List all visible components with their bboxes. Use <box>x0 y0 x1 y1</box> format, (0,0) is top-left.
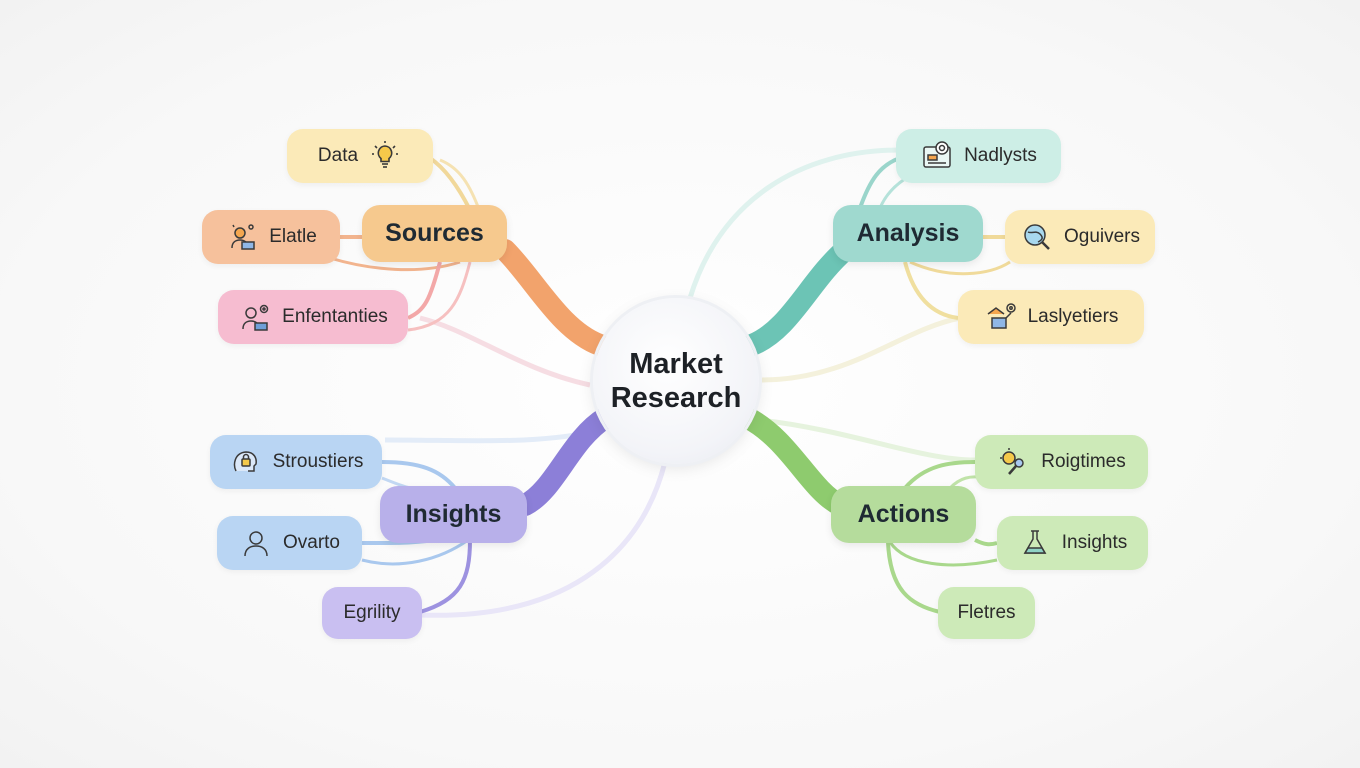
faint-arc <box>419 461 668 618</box>
center-node[interactable]: Market Research <box>593 298 759 464</box>
sources-item-elatle[interactable]: Elatle <box>202 210 340 264</box>
actions-link-fletres <box>886 541 941 614</box>
person-icon <box>239 526 273 560</box>
insights-branch <box>514 407 616 516</box>
category-actions[interactable]: Actions <box>831 486 976 543</box>
analysis-branch <box>741 239 856 356</box>
analysis-item-label: Nadlysts <box>964 145 1037 166</box>
category-label: Sources <box>385 219 484 247</box>
faint-arc <box>761 315 961 383</box>
sources-item-label: Elatle <box>269 226 317 247</box>
insights-link-ovarto-2 <box>361 538 469 566</box>
insights-item-egrility[interactable]: Egrility <box>322 587 422 639</box>
sources-item-data[interactable]: Data <box>287 129 433 183</box>
insights-item-label: Ovarto <box>282 532 341 553</box>
person-ideas-icon <box>225 220 259 254</box>
globe-search-icon <box>1020 220 1054 254</box>
analysis-item-oguivers[interactable]: Oguivers <box>1005 210 1155 264</box>
sources-link-enfentanties-2 <box>407 261 472 332</box>
sources-branch <box>494 239 611 356</box>
category-sources[interactable]: Sources <box>362 205 507 262</box>
insights-item-stroustiers[interactable]: Stroustiers <box>210 435 382 489</box>
actions-item-label: Insights <box>1061 532 1128 553</box>
actions-item-label: Fletres <box>957 602 1016 623</box>
insights-link-stroustiers <box>381 460 457 490</box>
sources-link-data-2 <box>439 158 482 213</box>
analysis-item-nadlysts[interactable]: Nadlysts <box>896 129 1061 183</box>
insights-item-label: Egrility <box>343 602 401 623</box>
actions-link-insights <box>974 538 998 547</box>
sources-item-label: Data <box>317 145 359 166</box>
flask-icon <box>1018 526 1052 560</box>
analysis-item-label: Oguivers <box>1063 226 1141 247</box>
insights-item-label: Stroustiers <box>272 451 364 472</box>
category-label: Insights <box>405 500 502 528</box>
dashboard-icon <box>920 139 954 173</box>
lightbulb-icon <box>368 139 402 173</box>
insights-link-egrility <box>419 539 472 614</box>
faint-arc <box>419 315 591 388</box>
actions-item-roigtimes[interactable]: Roigtimes <box>975 435 1148 489</box>
analysis-link-nadlysts <box>858 156 901 209</box>
analyst-gear-icon <box>984 300 1018 334</box>
center-title-line1: Market <box>629 348 723 380</box>
actions-item-insights[interactable]: Insights <box>997 516 1148 570</box>
category-analysis[interactable]: Analysis <box>833 205 983 262</box>
faint-arc <box>687 147 901 299</box>
sources-link-enfentanties <box>407 261 442 320</box>
analysis-item-laslyetiers[interactable]: Laslyetiers <box>958 290 1144 344</box>
head-lock-icon <box>229 445 263 479</box>
sources-item-label: Enfentanties <box>282 306 388 327</box>
category-insights[interactable]: Insights <box>380 486 527 543</box>
category-label: Analysis <box>856 219 960 247</box>
idea-search-icon <box>997 445 1031 479</box>
analysis-item-label: Laslyetiers <box>1027 306 1119 327</box>
actions-item-label: Roigtimes <box>1041 451 1126 472</box>
analysis-link-laslyetiers <box>903 261 959 320</box>
center-title-line2: Research <box>610 382 742 414</box>
actions-link-roigtimes <box>903 460 976 490</box>
sources-item-enfentanties[interactable]: Enfentanties <box>218 290 408 344</box>
actions-item-fletres[interactable]: Fletres <box>938 587 1035 639</box>
sources-link-elatle-2 <box>329 256 461 272</box>
actions-link-insights-2 <box>888 541 998 567</box>
faint-arc <box>759 417 976 463</box>
category-label: Actions <box>857 500 950 528</box>
analysis-link-oguivers-2 <box>909 260 1011 276</box>
person-gear-icon <box>238 300 272 334</box>
actions-branch <box>737 407 851 516</box>
insights-item-ovarto[interactable]: Ovarto <box>217 516 362 570</box>
